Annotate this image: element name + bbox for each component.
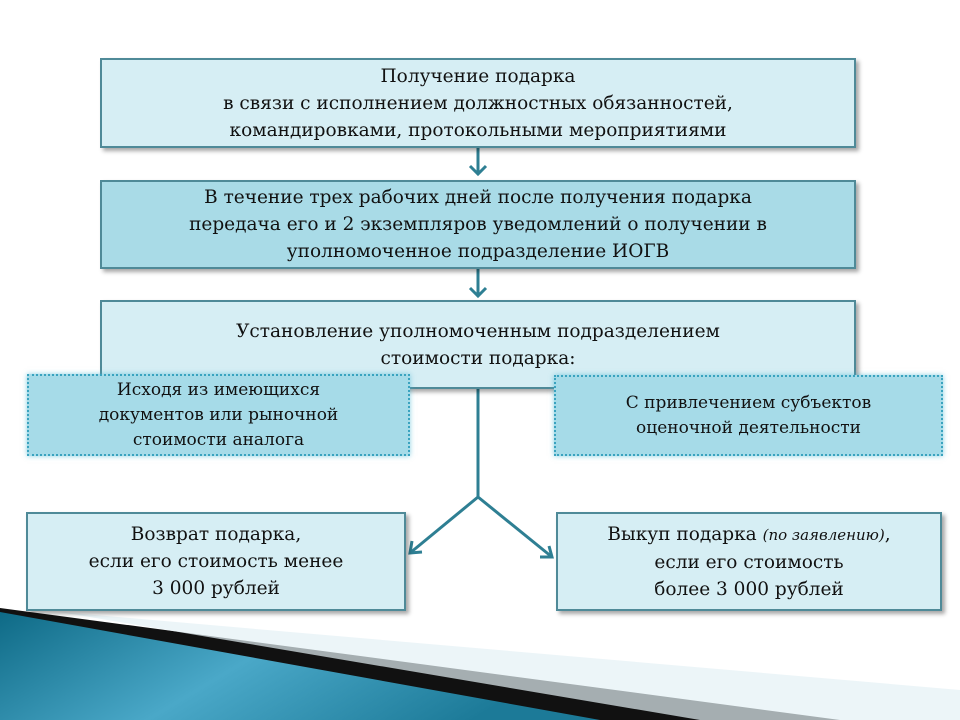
- text-line: командировками, протокольными мероприяти…: [229, 119, 727, 141]
- box-valuation-by-documents: Исходя из имеющихся документов или рыноч…: [27, 374, 410, 456]
- text-line: если его стоимость менее: [88, 551, 344, 572]
- text-line: более 3 000 рублей: [654, 578, 844, 600]
- arrow-to-return: [409, 495, 479, 555]
- text-line: 3 000 рублей: [152, 578, 280, 599]
- text-line: Установление уполномоченным подразделени…: [236, 321, 720, 342]
- arrow-to-buyout: [477, 495, 553, 559]
- text-line: стоимости подарка:: [380, 348, 576, 369]
- buyout-title: Выкуп подарка: [607, 523, 757, 545]
- box-gift-transfer: В течение трех рабочих дней после получе…: [100, 180, 856, 269]
- text-line: В течение трех рабочих дней после получе…: [204, 187, 752, 208]
- text-line: Выкуп подарка (по заявлению),: [607, 521, 890, 549]
- text-line: в связи с исполнением должностных обязан…: [223, 92, 733, 114]
- text-line: Возврат подарка,: [130, 524, 302, 545]
- box-gift-buyout: Выкуп подарка (по заявлению), если его с…: [556, 512, 942, 611]
- buyout-comma: ,: [884, 523, 891, 545]
- text-line: уполномоченное подразделение ИОГВ: [286, 241, 670, 262]
- box-gift-receipt: Получение подарка в связи с исполнением …: [100, 58, 856, 148]
- text-line: документов или рыночной: [98, 404, 339, 425]
- text-line: если его стоимость: [654, 551, 844, 573]
- text-line: передача его и 2 экземпляров уведомлений…: [189, 214, 767, 235]
- text-line: Получение подарка: [380, 65, 576, 87]
- text-line: стоимости аналога: [132, 429, 305, 450]
- text-line: С привлечением субъектов: [625, 392, 872, 413]
- text-line: оценочной деятельности: [636, 417, 861, 438]
- text-line: Исходя из имеющихся: [116, 379, 321, 400]
- buyout-note: (по заявлению): [762, 525, 885, 544]
- box-gift-return: Возврат подарка, если его стоимость мене…: [26, 512, 406, 611]
- box-valuation-by-appraisers: С привлечением субъектов оценочной деяте…: [554, 375, 943, 456]
